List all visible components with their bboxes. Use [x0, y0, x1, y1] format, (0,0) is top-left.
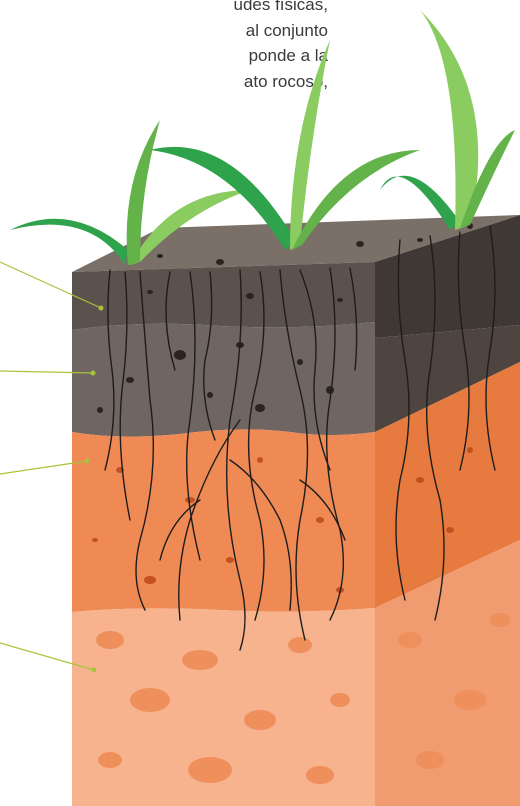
leader-dot-horizon-b [85, 459, 90, 464]
soil-front-face [72, 262, 375, 806]
front-horizon-a [72, 322, 375, 437]
front-horizon-b [72, 429, 375, 612]
leader-dot-horizon-o [99, 306, 104, 311]
front-horizon-o [72, 262, 375, 330]
leader-dot-horizon-c [92, 668, 97, 673]
leader-dot-horizon-a [91, 371, 96, 376]
